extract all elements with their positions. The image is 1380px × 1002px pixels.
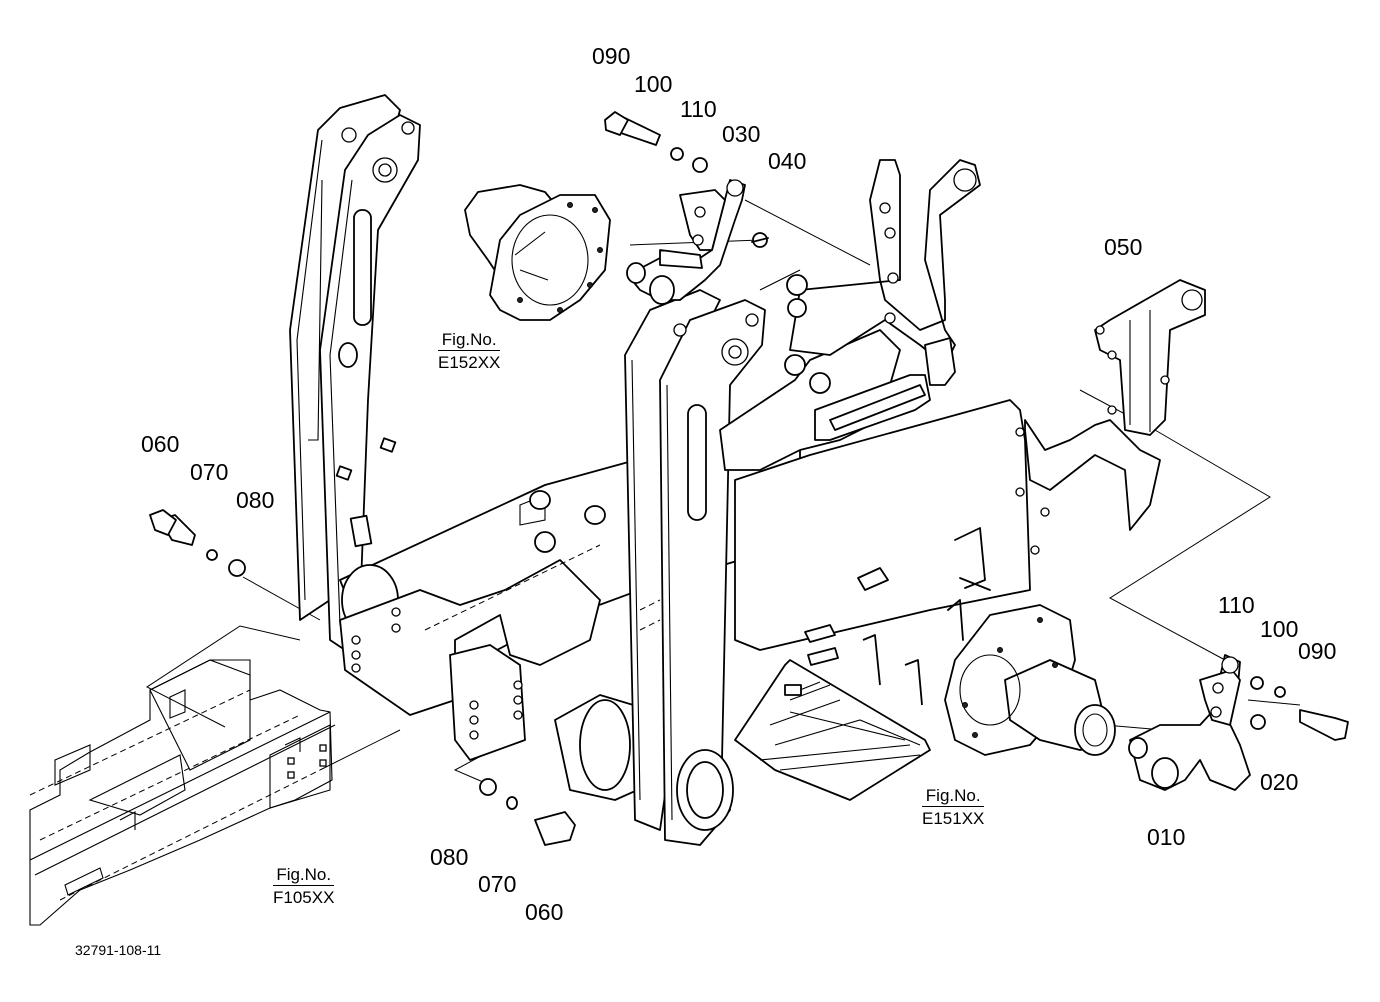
right-lift-arm: [624, 289, 766, 846]
right-side-frame: [719, 159, 1206, 651]
callout-050: 050: [1104, 234, 1143, 260]
callout-040: 040: [768, 148, 807, 174]
figure-ref-prefix: Fig.No.: [276, 865, 332, 884]
callout-070-bottom: 070: [478, 871, 517, 897]
figure-ref-code: F105XX: [273, 885, 335, 908]
frame-assembly-drawing: [29, 659, 336, 926]
lower-final-case: [944, 604, 1116, 756]
callout-070-left: 070: [190, 459, 229, 485]
figure-ref-f105xx: Fig.No. F105XX: [273, 864, 335, 909]
callout-020: 020: [1260, 769, 1299, 795]
step-plate: [734, 624, 931, 801]
callout-030: 030: [722, 121, 761, 147]
figure-ref-prefix: Fig.No.: [925, 786, 981, 805]
callout-090-lower: 090: [1298, 638, 1337, 664]
figure-ref-prefix: Fig.No.: [441, 330, 497, 349]
upper-bracket-030: [604, 111, 769, 305]
document-number: 32791-108-11: [75, 942, 162, 958]
callout-110-lower: 110: [1218, 592, 1255, 618]
callout-080-bottom: 080: [430, 844, 469, 870]
callout-090-upper: 090: [592, 43, 631, 69]
figure-ref-e151xx: Fig.No. E151XX: [922, 785, 985, 830]
figure-ref-code: E151XX: [922, 806, 985, 829]
figure-ref-e152xx: Fig.No. E152XX: [438, 329, 501, 374]
figure-ref-code: E152XX: [438, 350, 501, 373]
callout-110-upper: 110: [680, 96, 717, 122]
upper-final-case: [464, 184, 611, 321]
left-bolt-set: [149, 509, 576, 846]
callout-080-left: 080: [236, 487, 275, 513]
left-lift-arm: [289, 94, 421, 651]
callout-060-bottom: 060: [525, 899, 564, 925]
callout-060-left: 060: [141, 431, 180, 457]
center-cross-member: [339, 439, 801, 801]
callout-100-lower: 100: [1260, 616, 1299, 642]
lower-bracket-010: [1128, 654, 1349, 791]
callout-010: 010: [1147, 824, 1186, 850]
callout-100-upper: 100: [634, 71, 673, 97]
